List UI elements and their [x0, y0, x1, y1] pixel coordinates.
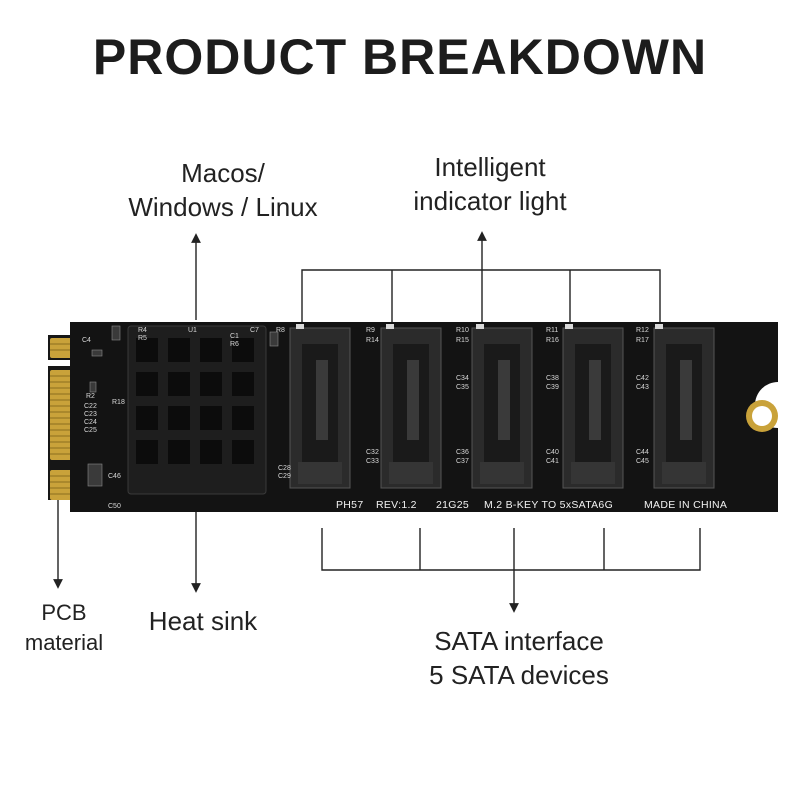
cap-label-c40: C40	[546, 449, 559, 456]
silk-description: M.2 B-KEY TO 5xSATA6G	[484, 499, 613, 511]
led-3	[476, 324, 484, 329]
led-callout-line1: Intelligent	[434, 152, 546, 182]
part-label-c23: C23	[84, 411, 97, 418]
part-label-c24: C24	[84, 419, 97, 426]
part-label-c25: C25	[84, 427, 97, 434]
sata-connector-2	[380, 327, 442, 489]
cap-label-c43: C43	[636, 384, 649, 391]
part-label-c7: C7	[250, 327, 259, 334]
part-label-r4: R4	[138, 327, 147, 334]
led-4	[565, 324, 573, 329]
part-label-r5: R5	[138, 335, 147, 342]
led-callout: Intelligent indicator light	[388, 150, 592, 218]
cap-label-c33: C33	[366, 458, 379, 465]
os-callout-line1: Macos/	[181, 158, 265, 188]
heatsink	[127, 325, 267, 495]
cap-label-c28: C28	[278, 465, 291, 472]
sata-connector-1	[289, 327, 351, 489]
cap-label-c32: C32	[366, 449, 379, 456]
led-bracket	[301, 269, 661, 322]
mount-hole-inner	[752, 406, 772, 426]
cap-label-c45: C45	[636, 458, 649, 465]
sata-connectors	[289, 327, 715, 489]
sata-connector-4	[562, 327, 624, 489]
heatsink-callout: Heat sink	[148, 606, 258, 636]
os-callout-line2: Windows / Linux	[128, 192, 318, 222]
led-label-1: R8	[276, 327, 285, 334]
led-2	[386, 324, 394, 329]
cap-label-c34: C34	[456, 375, 469, 382]
os-callout: Macos/ Windows / Linux	[100, 156, 346, 224]
silk-date-code: 21G25	[436, 499, 469, 511]
cap-label-c38: C38	[546, 375, 559, 382]
led-label-lower-5: R17	[636, 337, 649, 344]
pcb-callout: PCB material	[6, 598, 122, 658]
led-label-lower-3: R15	[456, 337, 469, 344]
led-label-2: R9	[366, 327, 375, 334]
part-label-r18: R18	[112, 399, 125, 406]
heatsink-fins	[136, 338, 254, 464]
smd-components	[87, 325, 279, 487]
chip-label: U1	[188, 327, 197, 334]
led-label-lower-4: R16	[546, 337, 559, 344]
led-label-3: R10	[456, 327, 469, 334]
silk-origin: MADE IN CHINA	[644, 499, 727, 511]
cap-label-c35: C35	[456, 384, 469, 391]
gold-contacts	[50, 338, 72, 500]
led-label-5: R12	[636, 327, 649, 334]
pcb-board: U1 R8 R9 R10 R11 R12 R14 R15 R16 R17 C34…	[48, 322, 778, 512]
cap-label-c36: C36	[456, 449, 469, 456]
part-label-r2: R2	[86, 393, 95, 400]
part-label-r6: R6	[230, 341, 239, 348]
key-notch	[48, 360, 78, 366]
led-label-4: R11	[546, 327, 558, 334]
sata-callout: SATA interface 5 SATA devices	[374, 624, 664, 692]
contact-separators	[50, 343, 72, 495]
cap-label-c42: C42	[636, 375, 649, 382]
silk-model: PH57	[336, 499, 363, 511]
part-label-c22: C22	[84, 403, 97, 410]
sata-callout-line1: SATA interface	[434, 626, 604, 656]
sata-connector-5	[653, 327, 715, 489]
led-callout-line2: indicator light	[413, 186, 567, 216]
part-label-c1: C1	[230, 333, 239, 340]
cap-label-c29: C29	[278, 473, 291, 480]
led-5	[655, 324, 663, 329]
pcb-callout-line2: material	[24, 630, 104, 655]
indicator-leds	[296, 324, 663, 329]
led-1	[296, 324, 304, 329]
pcb-callout-line1: PCB	[41, 600, 87, 625]
part-label-c4: C4	[82, 337, 91, 344]
sata-bracket	[321, 528, 701, 571]
callout-lines	[53, 231, 701, 613]
part-label-c50: C50	[108, 503, 121, 510]
sata-connector-3	[471, 327, 533, 489]
sata-callout-line2: 5 SATA devices	[429, 660, 609, 690]
cap-label-c41: C41	[546, 458, 559, 465]
silk-revision: REV:1.2	[376, 499, 417, 511]
cap-label-c39: C39	[546, 384, 559, 391]
page-title: PRODUCT BREAKDOWN	[92, 29, 708, 85]
cap-label-c44: C44	[636, 449, 649, 456]
part-label-c46: C46	[108, 473, 121, 480]
cap-label-c37: C37	[456, 458, 469, 465]
led-label-lower-2: R14	[366, 337, 379, 344]
